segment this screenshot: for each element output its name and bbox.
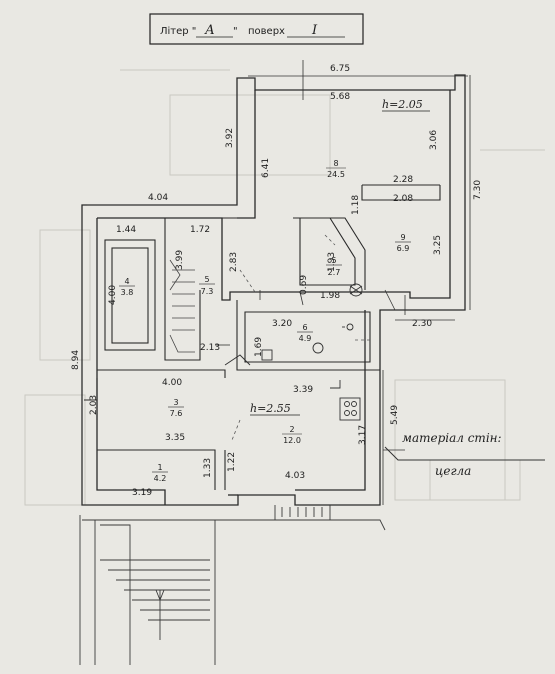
dim-208: 2.08 [393,194,413,204]
dim-169: 1.69 [254,337,264,357]
dim-213: 2.13 [200,343,220,353]
dim-069: 0.69 [299,275,309,295]
svg-text:6: 6 [302,323,307,332]
dim-203: 2.03 [89,395,99,415]
dim-198: 1.98 [320,291,340,301]
svg-text:5: 5 [204,275,209,284]
dim-404: 4.04 [148,193,168,203]
stairs [169,259,195,353]
wall-material-value: цегла [435,464,471,478]
dim-right-outer: 7.30 [473,180,483,200]
dim-122: 1.22 [227,452,237,472]
dim-right-upper: 3.06 [429,130,439,150]
svg-text:4.9: 4.9 [299,334,312,343]
svg-text:2: 2 [289,425,294,434]
litera-close: " [233,26,238,37]
wall-material-note: матеріал стін: цегла [402,431,502,478]
svg-text:9: 9 [400,233,405,242]
dim-549: 5.49 [390,405,400,425]
wall-material-label: матеріал стін: [402,431,502,445]
height-upper: h=2.05 [382,98,423,111]
dim-320: 3.20 [272,319,292,329]
dim-top-outer: 6.75 [330,64,350,74]
room-5-small: 5 2.7 [326,256,342,277]
dim-283: 2.83 [229,252,239,272]
height-lower: h=2.55 [250,402,291,415]
dim-230: 2.30 [412,319,432,329]
dim-335: 3.35 [165,433,185,443]
annotation-leader [384,446,545,461]
faint-background-lines [24,69,545,506]
dim-172: 1.72 [190,225,210,235]
dim-top-inner: 5.68 [330,92,350,102]
dim-228: 2.28 [393,175,413,185]
room-9: 9 6.9 [395,233,411,253]
svg-text:7.3: 7.3 [201,287,214,296]
dim-339: 3.39 [293,385,313,395]
dim-133: 1.33 [203,458,213,478]
svg-text:4.2: 4.2 [154,474,167,483]
room-4: 4 3.8 [119,277,135,297]
interior-walls [84,184,441,490]
svg-text:4: 4 [124,277,129,286]
svg-text:3.8: 3.8 [121,288,134,297]
dim-118: 1.18 [351,195,361,215]
dim-400: 4.00 [162,378,182,388]
svg-text:3: 3 [173,398,178,407]
room-8: 8 24.5 [326,159,346,179]
svg-text:24.5: 24.5 [327,170,345,179]
dim-894: 8.94 [71,350,81,370]
room-6: 6 4.9 [297,323,313,343]
room-3: 3 7.6 [168,398,184,418]
svg-text:8: 8 [333,159,338,168]
floor-label: поверх [248,26,285,37]
dim-319: 3.19 [132,488,152,498]
litera-value: А [204,23,215,38]
dim-403: 4.03 [285,471,305,481]
svg-text:5: 5 [331,256,336,265]
room-labels: 8 24.5 9 6.9 5 2.7 4 3.8 5 7.3 6 4.9 [119,159,411,483]
svg-text:1: 1 [157,463,162,472]
dim-317: 3.17 [358,425,368,445]
fixtures [224,283,363,421]
svg-text:2.7: 2.7 [328,268,341,277]
door-swings [231,234,370,441]
floor-value: I [311,23,318,38]
dim-399: 3.99 [175,250,185,270]
room-5: 5 7.3 [199,275,215,296]
dim-144: 1.44 [116,225,136,235]
dim-193: 1.93 [327,252,337,272]
svg-text:7.6: 7.6 [170,409,183,418]
litera-label: Літер " [160,25,196,37]
entrance-steps [79,505,386,665]
room-2: 2 12.0 [282,425,302,445]
dim-room8-height: 6.41 [261,158,271,178]
room-1: 1 4.2 [152,463,168,483]
dim-right-lower: 3.25 [433,235,443,255]
dimension-lines [81,60,471,505]
header-box: Літер " А " поверх I [149,13,364,45]
svg-text:12.0: 12.0 [283,436,301,445]
dim-left-upper: 3.92 [225,128,235,148]
svg-text:6.9: 6.9 [397,244,410,253]
ceiling-heights: h=2.05 h=2.55 [250,98,430,416]
dimension-labels: 6.75 5.68 3.92 6.41 7.30 3.06 2.28 2.08 … [71,64,483,498]
dim-400-left: 4.00 [108,285,118,305]
